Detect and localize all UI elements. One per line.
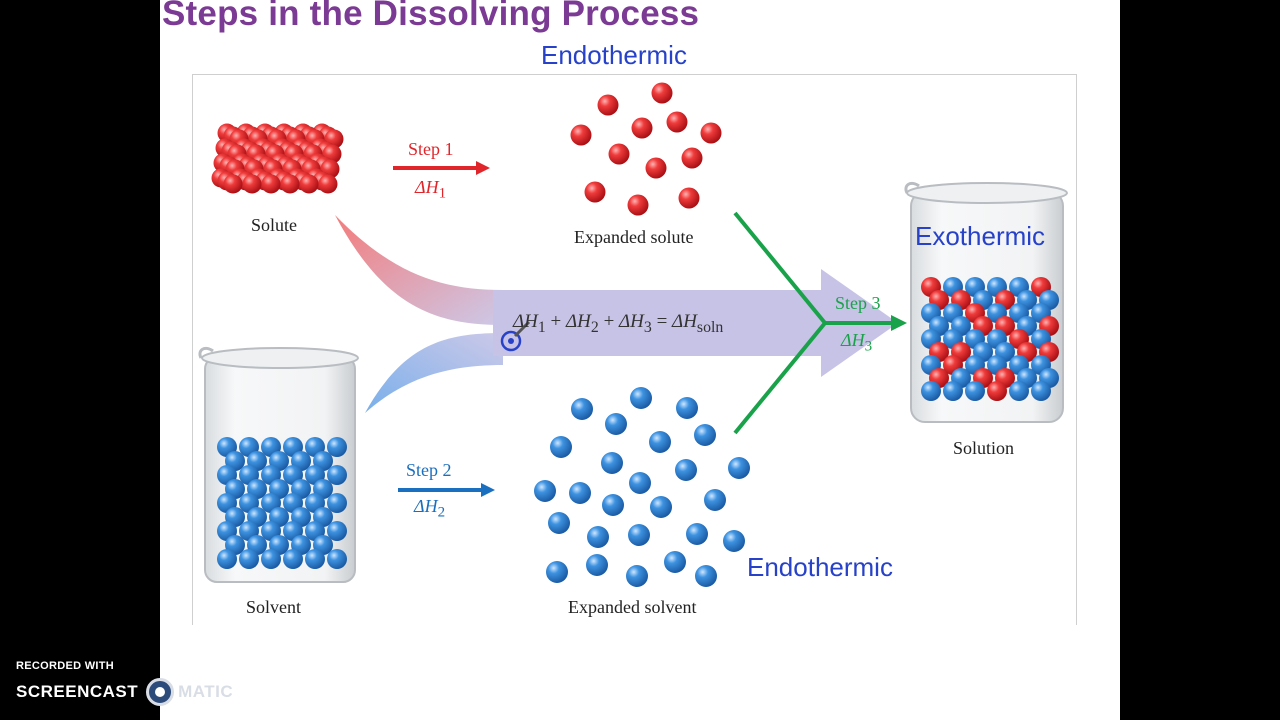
solution-solvent-particle xyxy=(943,381,963,401)
expanded-solvent-particle xyxy=(602,494,624,516)
expanded-solvent-particle xyxy=(548,512,570,534)
watermark-right: MATIC xyxy=(178,682,234,701)
solvent-particle xyxy=(283,549,303,569)
step1-label: Step 1 xyxy=(408,139,454,159)
solvent-particle xyxy=(327,437,347,457)
expanded-solvent-particle xyxy=(587,526,609,548)
step3-enthalpy: ΔH3 xyxy=(841,330,873,355)
solvent-particle xyxy=(327,493,347,513)
solution-particles xyxy=(921,277,1059,401)
watermark-left: SCREENCAST xyxy=(16,682,139,701)
expanded-solvent-particle xyxy=(676,397,698,419)
expanded-solute-particle xyxy=(700,122,722,144)
solute-particle xyxy=(261,174,281,194)
step2-arrow xyxy=(398,483,495,497)
solute-particle xyxy=(242,174,262,194)
step1-enthalpy: ΔH1 xyxy=(415,177,447,202)
annotation-endothermic-top: Endothermic xyxy=(541,40,687,70)
expanded-solvent-particles xyxy=(534,387,750,587)
solvent-particle xyxy=(327,465,347,485)
expanded-solute-particle xyxy=(645,157,667,179)
solution-solvent-particle xyxy=(921,381,941,401)
expanded-solvent-particle xyxy=(650,496,672,518)
solvent-particle xyxy=(239,549,259,569)
expanded-solute-particle xyxy=(608,143,630,165)
step1-arrow xyxy=(393,161,490,175)
solution-solvent-particle xyxy=(1031,381,1051,401)
expanded-solvent-particle xyxy=(629,472,651,494)
expanded-solvent-particle xyxy=(626,565,648,587)
slide: Steps in the Dissolving Process Endother… xyxy=(160,0,1120,720)
step3-lines xyxy=(733,211,907,435)
watermark-brand: SCREENCAST MATIC xyxy=(16,678,233,706)
solute-particle xyxy=(280,174,300,194)
annotation-endothermic-bottom: Endothermic xyxy=(747,552,893,582)
expanded-solvent-particle xyxy=(686,523,708,545)
expanded-solute-particle xyxy=(597,94,619,116)
expanded-solute-particle xyxy=(584,181,606,203)
expanded-solute-particle xyxy=(651,82,673,104)
expanded-solvent-particle xyxy=(534,480,556,502)
expanded-solute-particle xyxy=(570,124,592,146)
expanded-solvent-particle xyxy=(723,530,745,552)
label-solvent: Solvent xyxy=(246,597,302,617)
solution-beaker xyxy=(904,181,1068,423)
solute-crystal xyxy=(211,123,344,194)
slide-title: Steps in the Dissolving Process xyxy=(162,0,700,33)
expanded-solvent-particle xyxy=(704,489,726,511)
expanded-solvent-particle xyxy=(605,413,627,435)
figure-graphics xyxy=(198,82,1068,587)
screencast-watermark: RECORDED WITH SCREENCAST MATIC xyxy=(16,660,233,706)
solution-solute-particle xyxy=(987,381,1007,401)
expanded-solvent-particle xyxy=(728,457,750,479)
annotation-exothermic: Exothermic xyxy=(915,221,1046,251)
expanded-solvent-particle xyxy=(664,551,686,573)
expanded-solvent-particle xyxy=(601,452,623,474)
solvent-beaker xyxy=(198,346,359,583)
expanded-solute-particle xyxy=(681,147,703,169)
solvent-particle xyxy=(305,549,325,569)
expanded-solute-particles xyxy=(570,82,722,216)
solute-particle xyxy=(223,174,243,194)
expanded-solute-particle xyxy=(627,194,649,216)
expanded-solvent-particle xyxy=(546,561,568,583)
solute-particle xyxy=(299,174,319,194)
expanded-solvent-particle xyxy=(695,565,717,587)
screencast-logo-icon xyxy=(146,678,175,706)
solvent-particle xyxy=(217,549,237,569)
sum-arrow xyxy=(335,215,898,413)
expanded-solute-particle xyxy=(631,117,653,139)
solvent-particle xyxy=(261,549,281,569)
expanded-solvent-particle xyxy=(569,482,591,504)
solution-solvent-particle xyxy=(1009,381,1029,401)
expanded-solvent-particle xyxy=(571,398,593,420)
solute-particle xyxy=(318,174,338,194)
label-solute: Solute xyxy=(251,215,298,235)
expanded-solvent-particle xyxy=(649,431,671,453)
watermark-line1: RECORDED WITH xyxy=(16,660,115,672)
expanded-solvent-particle xyxy=(628,524,650,546)
solution-solvent-particle xyxy=(965,381,985,401)
enthalpy-equation: ΔH1 + ΔH2 + ΔH3 = ΔHsoln xyxy=(513,311,724,336)
step2-enthalpy: ΔH2 xyxy=(414,496,446,521)
pen-cursor-icon xyxy=(500,320,531,352)
expanded-solvent-particle xyxy=(586,554,608,576)
expanded-solute-particle xyxy=(678,187,700,209)
label-expanded-solvent: Expanded solvent xyxy=(568,597,697,617)
expanded-solvent-particle xyxy=(675,459,697,481)
dissolving-figure: Solute Expanded solute Solvent Expanded … xyxy=(192,74,1077,625)
label-solution: Solution xyxy=(953,438,1015,458)
step2-label: Step 2 xyxy=(406,460,452,480)
expanded-solvent-particle xyxy=(630,387,652,409)
step3-label: Step 3 xyxy=(835,293,881,313)
expanded-solvent-particle xyxy=(694,424,716,446)
label-expanded-solute: Expanded solute xyxy=(574,227,694,247)
solvent-particle xyxy=(327,521,347,541)
solvent-particle xyxy=(327,549,347,569)
expanded-solute-particle xyxy=(666,111,688,133)
solvent-particles xyxy=(217,437,347,569)
expanded-solvent-particle xyxy=(550,436,572,458)
